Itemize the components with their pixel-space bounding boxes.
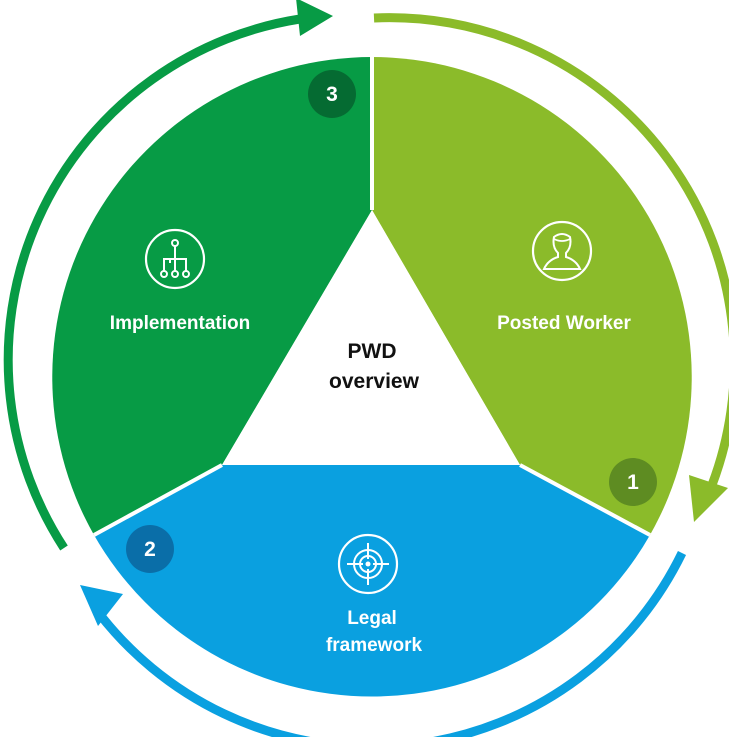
divider-left [93,463,223,537]
step-badge-1: 1 [609,458,657,506]
step-badge-2: 2 [126,525,174,573]
segment-label-legal-line1: Legal [347,608,397,629]
segment-label-posted-worker: Posted Worker [497,313,631,334]
divider-right [519,463,651,537]
hierarchy-icon [144,228,206,290]
person-icon [531,220,593,282]
cycle-arrow-lime [373,13,729,522]
segment-posted-worker[interactable] [372,57,692,535]
target-icon [337,533,399,595]
segment-label-implementation: Implementation [110,313,250,334]
segment-implementation[interactable] [52,57,372,535]
step-number-2: 2 [144,538,156,561]
cycle-arrow-blue [80,551,687,737]
step-number-3: 3 [326,83,338,106]
segment-legal-framework[interactable] [94,465,650,697]
segment-label-legal-line2: framework [326,635,423,656]
center-title-line2: overview [329,370,420,393]
center-title-line1: PWD [348,340,397,363]
step-number-1: 1 [627,471,639,494]
cycle-arrow-green [3,0,333,551]
center-triangle [222,210,520,465]
step-badge-3: 3 [308,70,356,118]
